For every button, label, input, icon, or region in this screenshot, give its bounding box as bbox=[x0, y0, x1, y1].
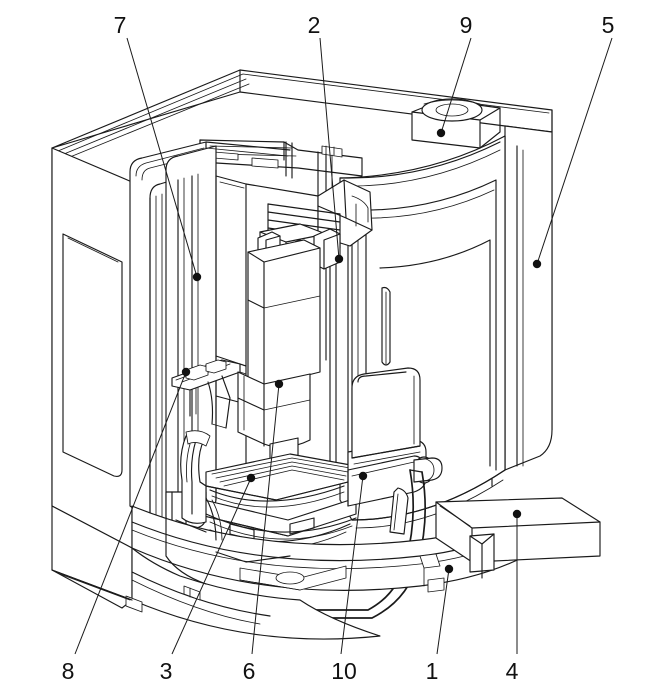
leader-dot-10 bbox=[358, 471, 368, 481]
leader-dot-6 bbox=[274, 379, 284, 389]
leader-dot-1 bbox=[444, 564, 454, 574]
callout-leaders-layer bbox=[74, 37, 613, 655]
leader-dot-4 bbox=[512, 509, 522, 519]
base-extension-plinth bbox=[435, 497, 601, 579]
leader-dot-7 bbox=[192, 272, 202, 282]
spindle-quill-housing bbox=[237, 239, 321, 462]
callout-label-1: 1 bbox=[425, 658, 439, 684]
callout-label-7: 7 bbox=[113, 12, 127, 38]
callout-label-4: 4 bbox=[505, 658, 519, 684]
leader-dot-9 bbox=[436, 128, 446, 138]
leader-line-6 bbox=[251, 383, 280, 655]
pallet-shuttle-plate bbox=[347, 367, 427, 507]
top-mounted-cylinder-unit bbox=[411, 98, 501, 149]
callout-label-9: 9 bbox=[459, 12, 473, 38]
leader-dot-3 bbox=[246, 473, 256, 483]
callout-label-8: 8 bbox=[61, 658, 75, 684]
leader-line-9 bbox=[440, 37, 472, 134]
leader-line-7 bbox=[126, 37, 198, 278]
leader-line-1 bbox=[436, 568, 450, 655]
leader-line-10 bbox=[340, 475, 364, 655]
machine-bed-base bbox=[51, 497, 601, 640]
leader-line-2 bbox=[319, 37, 340, 260]
leader-line-8 bbox=[74, 371, 187, 655]
callout-label-3: 3 bbox=[159, 658, 173, 684]
callout-label-5: 5 bbox=[601, 12, 615, 38]
callout-label-6: 6 bbox=[242, 658, 256, 684]
leader-line-5 bbox=[536, 37, 613, 265]
leader-line-3 bbox=[171, 477, 252, 655]
callout-label-2: 2 bbox=[307, 12, 321, 38]
leader-dot-5 bbox=[532, 259, 542, 269]
leader-dot-8 bbox=[181, 367, 191, 377]
interior-chip-chute bbox=[175, 513, 357, 591]
callout-label-10: 10 bbox=[331, 658, 357, 684]
door-front-lip bbox=[165, 497, 223, 585]
leader-dot-2 bbox=[334, 254, 344, 264]
